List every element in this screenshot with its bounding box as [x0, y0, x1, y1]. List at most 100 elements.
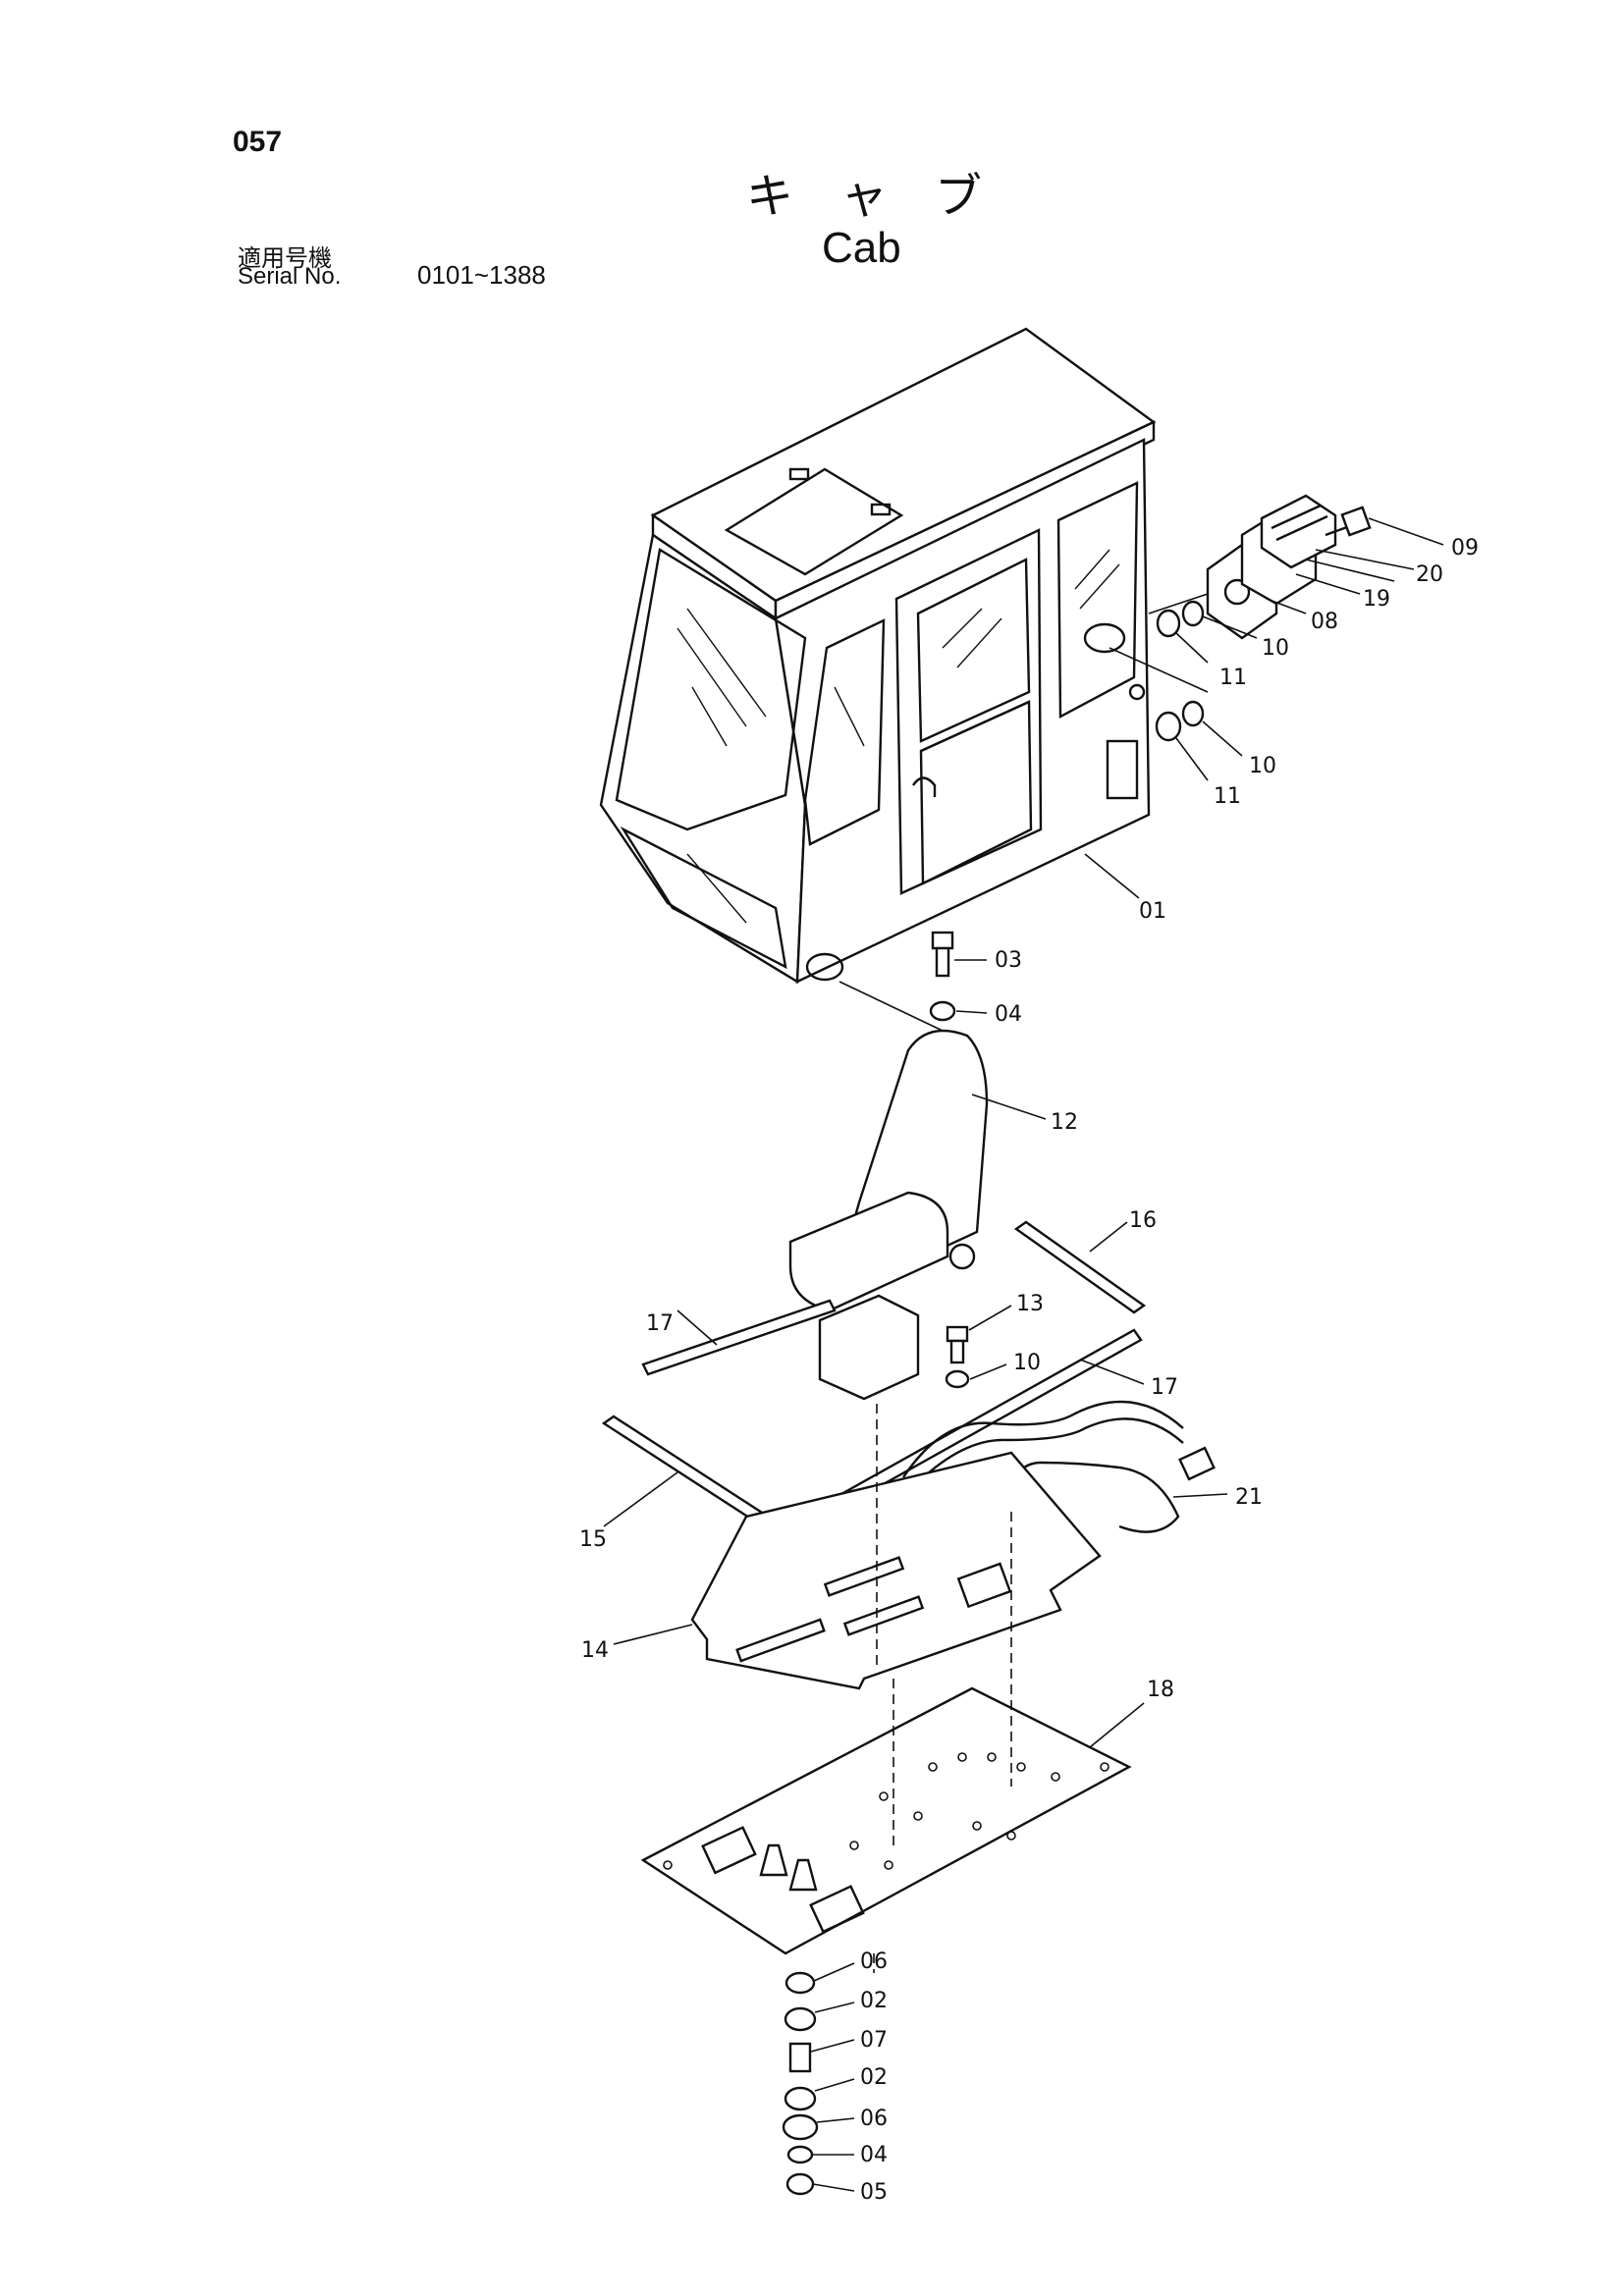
leader-07: [810, 2039, 855, 2053]
callout-06-upper: 06: [860, 1949, 888, 1974]
roof-hatch-latch: [788, 467, 810, 481]
mat-slot: [823, 1556, 905, 1597]
cab-door: [894, 528, 1043, 895]
callout-01: 01: [1139, 899, 1166, 924]
leader-09: [1368, 517, 1444, 546]
seat-bolt: [945, 1305, 1012, 1389]
door-handle: [912, 776, 937, 797]
callout-18: 18: [1147, 1678, 1174, 1702]
leader-11-upper: [1175, 632, 1209, 664]
callout-10-lower: 10: [1249, 754, 1276, 778]
callout-12: 12: [1051, 1110, 1078, 1135]
washer-10-upper: [1181, 600, 1205, 627]
leader-upper-mount: [1148, 593, 1209, 614]
callout-03: 03: [995, 948, 1022, 973]
callout-17-left: 17: [646, 1311, 674, 1336]
door-upper-glass: [916, 558, 1031, 743]
cab-side-hole: [1128, 683, 1146, 701]
leader-19: [1295, 573, 1361, 595]
belt-loop: [1000, 1461, 1180, 1533]
cab-corner-mount: [805, 952, 844, 982]
callout-07: 07: [860, 2028, 888, 2053]
callout-16: 16: [1129, 1208, 1157, 1233]
callout-02-lower: 02: [860, 2065, 888, 2090]
cab-assembly: [599, 327, 1209, 1032]
callout-09: 09: [1451, 536, 1479, 561]
callout-02-upper: 02: [860, 1989, 888, 2013]
leader-06-lower: [816, 2117, 855, 2123]
callout-11-lower: 11: [1214, 784, 1241, 809]
callout-11-upper: 11: [1219, 666, 1247, 690]
plate-bracket: [759, 1843, 788, 1877]
floor-plate-outline: [640, 1686, 1132, 1955]
callout-17-right: 17: [1151, 1375, 1178, 1400]
leader-14: [613, 1624, 693, 1645]
floor-mount-stack: [782, 1962, 855, 2196]
washer-10-lower: [1181, 700, 1205, 727]
leader-17-right: [1079, 1359, 1145, 1385]
callout-21: 21: [1235, 1485, 1263, 1510]
callout-19: 19: [1363, 587, 1390, 612]
seat-rails: [601, 1220, 1147, 1530]
nut-11-upper: [1156, 609, 1181, 638]
page-number: 057: [233, 126, 283, 158]
cab-side-mount: [1083, 622, 1126, 654]
mat-slot: [735, 1618, 826, 1663]
seat-base: [818, 1294, 920, 1401]
leader-15: [603, 1471, 678, 1527]
callout-15: 15: [579, 1527, 607, 1552]
plate-bracket: [788, 1858, 818, 1892]
nut-05: [785, 2172, 815, 2196]
leader-04-cab: [839, 981, 944, 1032]
leader-10-upper: [1202, 615, 1258, 639]
bolt-13-head: [946, 1325, 969, 1343]
leader-21: [1172, 1493, 1228, 1498]
mount-bracket-hole: [1223, 578, 1251, 606]
callout-14: 14: [581, 1638, 609, 1663]
washer-02-upper: [784, 2006, 817, 2032]
leader-04: [955, 1010, 988, 1014]
seat-belt: [902, 1400, 1228, 1533]
leader-13: [968, 1305, 1012, 1331]
belt-strap-lower: [912, 1417, 1184, 1488]
leader-11-lower: [1175, 737, 1209, 781]
washer-04: [929, 1000, 956, 1022]
callout-04-lower: 04: [860, 2143, 888, 2167]
callout-06-lower: 06: [860, 2107, 888, 2131]
seat-cushion: [788, 1191, 949, 1312]
front-window: [615, 548, 807, 831]
callout-08: 08: [1311, 610, 1338, 634]
title-japanese: キャブ: [746, 169, 1030, 224]
cushion-06-lower: [782, 2113, 819, 2141]
rail-17-left: [641, 1299, 837, 1376]
leader-10-lower: [1202, 721, 1243, 757]
cab-roof-side-edge: [774, 420, 1156, 620]
belt-buckle: [1178, 1446, 1216, 1481]
leader-08: [1266, 598, 1307, 614]
spacer-07: [788, 2042, 812, 2073]
leader-17-left: [676, 1309, 718, 1346]
floor-mat: [613, 1451, 1102, 1690]
bolt-09-head: [1340, 506, 1372, 537]
cab-rear-latch: [1106, 739, 1139, 800]
bolt-03-shank: [935, 946, 950, 978]
seat-lever-knob: [948, 1243, 976, 1270]
leader-10-seat: [969, 1363, 1007, 1380]
serial-label-english: Serial No.: [238, 263, 342, 290]
rail-15: [601, 1415, 779, 1530]
plate-holes: [663, 1752, 1109, 1870]
operator-seat: [788, 1029, 1047, 1401]
nut-11-lower: [1155, 711, 1182, 742]
leader-16: [1089, 1221, 1128, 1253]
rear-side-window: [1056, 481, 1139, 719]
cushion-06-upper: [784, 1971, 816, 1995]
side-mount-hardware: [1155, 494, 1444, 781]
callout-05: 05: [860, 2180, 888, 2205]
door-glass-divider: [920, 700, 1030, 753]
mat-slot: [842, 1595, 925, 1636]
leader-20b: [1305, 559, 1395, 582]
callout-labels: 09 20 19 08 10 11 10 11 01 03 04 12 16 1…: [579, 536, 1479, 2205]
front-lower-window: [620, 826, 787, 970]
